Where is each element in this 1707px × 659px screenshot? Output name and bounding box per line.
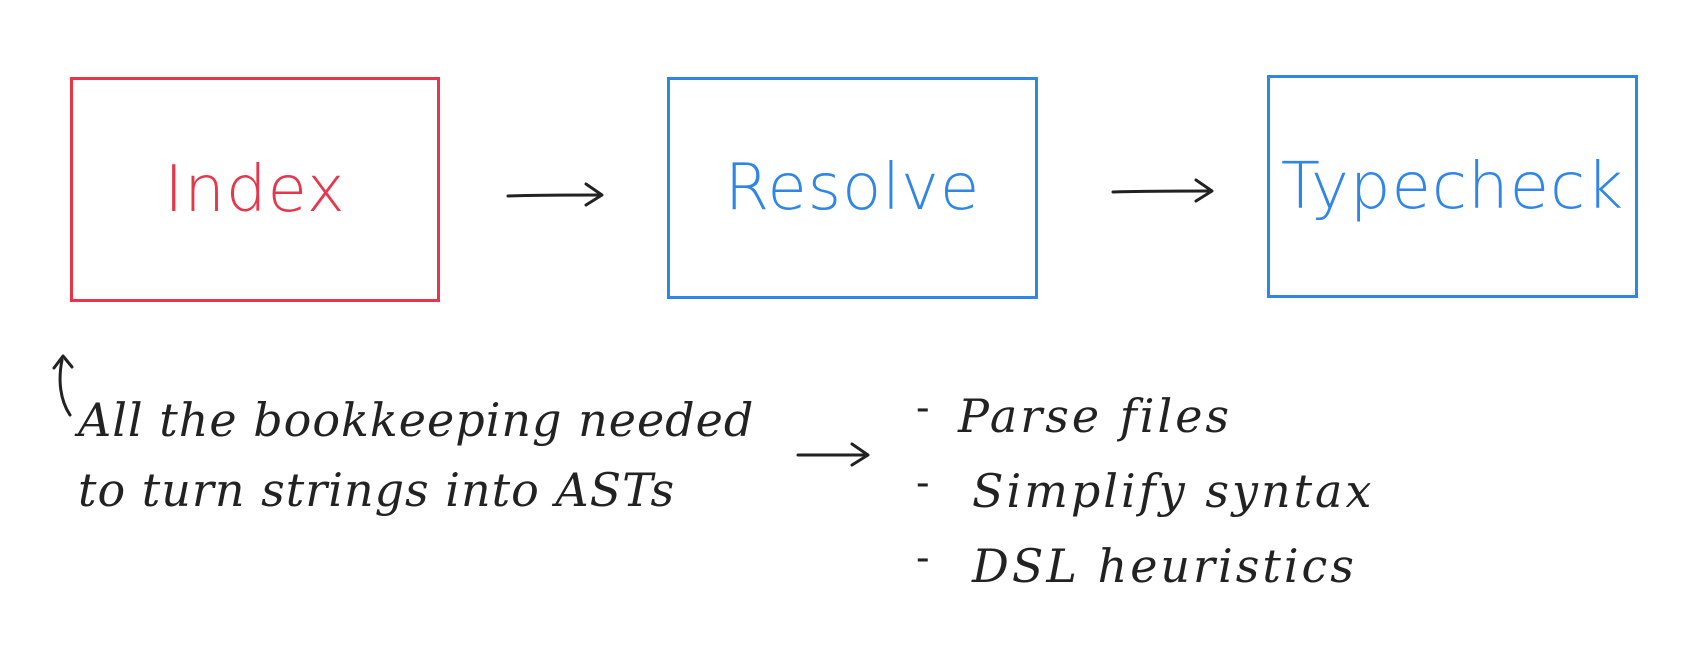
index-box: Index: [70, 77, 440, 302]
typecheck-box: Typecheck: [1267, 75, 1638, 298]
step-dsl-heuristics: DSL heuristics: [972, 539, 1357, 593]
resolve-box: Resolve: [667, 77, 1038, 299]
resolve-label: Resolve: [724, 151, 981, 225]
typecheck-label: Typecheck: [1280, 149, 1625, 224]
note-line-2: to turn strings into ASTs: [78, 463, 676, 517]
arrow-resolve-to-typecheck: [1111, 178, 1214, 203]
arrow-up-to-index: [52, 354, 74, 417]
index-label: Index: [164, 152, 346, 227]
step-simplify-syntax: Simplify syntax: [972, 464, 1375, 518]
arrow-note-to-steps: [796, 442, 870, 467]
step-parse-files: Parse files: [958, 389, 1233, 443]
arrow-index-to-resolve: [506, 182, 604, 207]
index-description: All the bookkeeping needed to turn strin…: [78, 385, 754, 525]
bullet-dash: -: [916, 535, 930, 581]
bullet-dash: -: [916, 460, 930, 506]
bullet-dash: -: [916, 385, 930, 431]
note-line-1: All the bookkeeping needed: [78, 393, 755, 447]
